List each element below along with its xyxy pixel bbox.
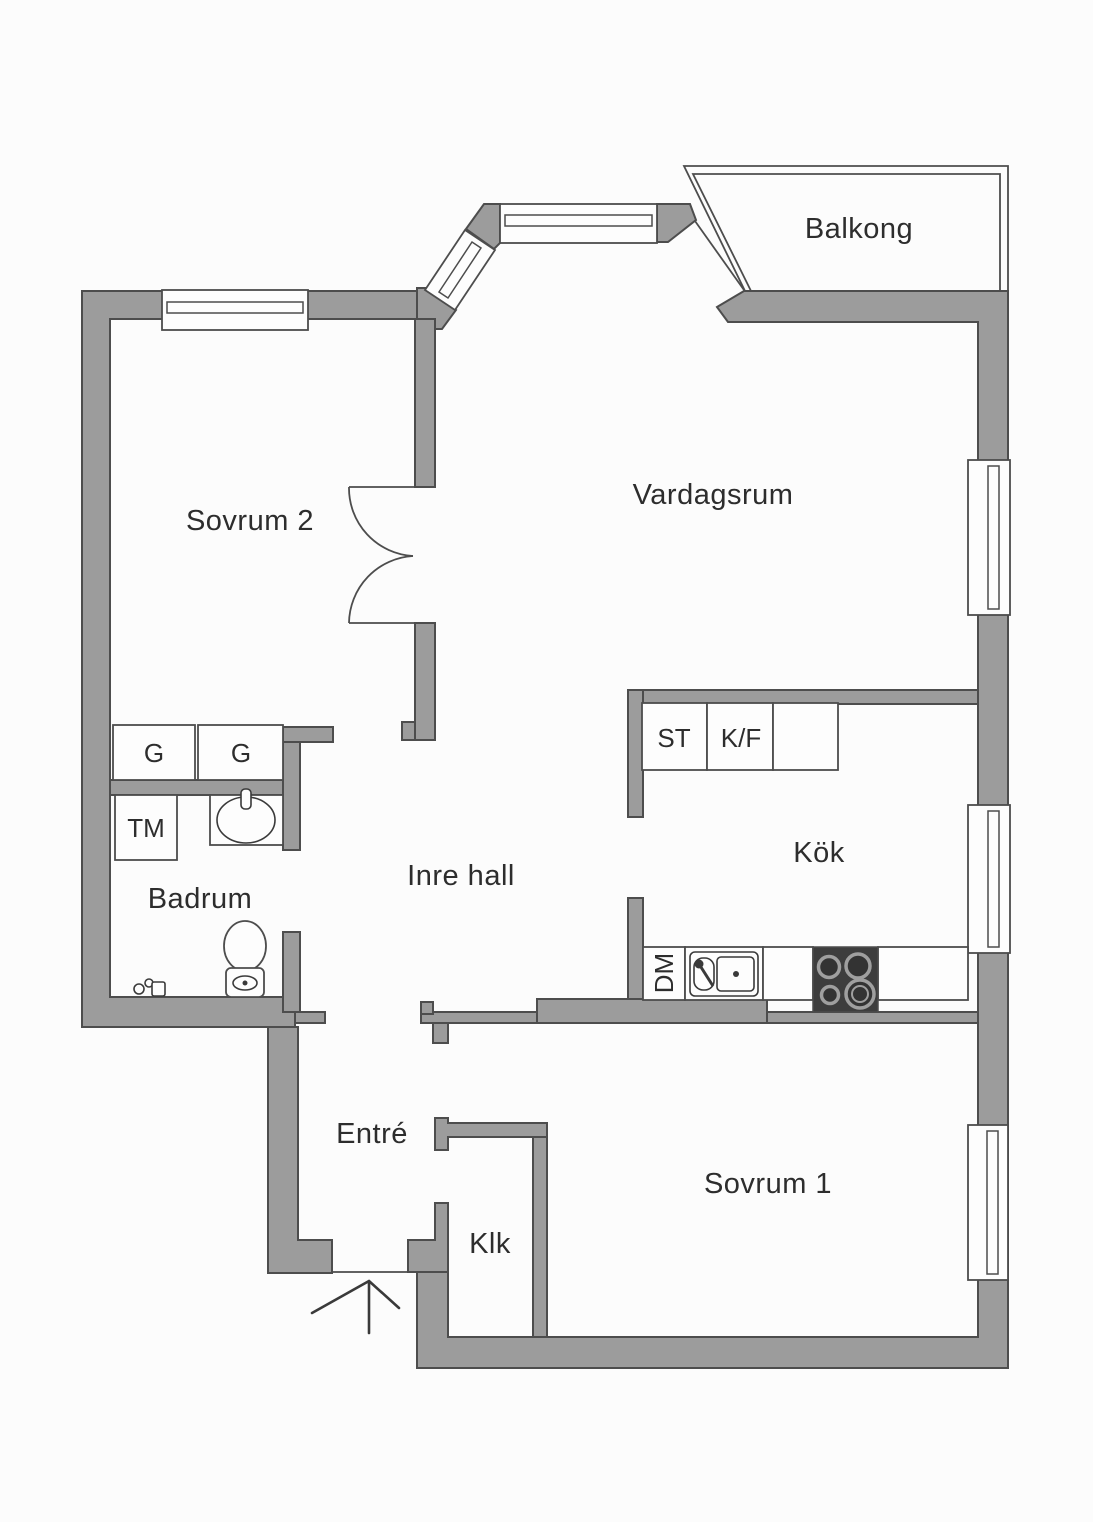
- shower-drain-icon: [133, 978, 166, 997]
- counter-empty: [762, 946, 814, 1001]
- room-label-klk: Klk: [469, 1228, 511, 1260]
- counter-dm: [642, 946, 686, 1001]
- wall-kok-left-lower: [627, 897, 644, 1003]
- wall-entre-left: [267, 1026, 333, 1274]
- room-label-entre: Entré: [336, 1118, 408, 1150]
- wall-spur-hall-entre: [294, 1011, 326, 1024]
- wall-kok-left-upper: [627, 689, 644, 818]
- room-label-vardagsrum: Vardagsrum: [633, 479, 794, 511]
- wall-klk-top: [434, 1117, 548, 1151]
- wall-sovrum2-divider-lower: [414, 622, 436, 741]
- wardrobe-g2: [197, 724, 284, 781]
- wall-hall-bottom-right: [766, 1011, 979, 1024]
- fixture-label-g2: G: [231, 738, 251, 768]
- wall-klk-right: [532, 1136, 548, 1338]
- wall-left-exterior: [81, 290, 419, 1028]
- wall-hall-bottom-stub: [432, 1022, 449, 1044]
- fixture-label-st: ST: [657, 723, 690, 753]
- wall-sovrum2-badrum: [109, 779, 284, 796]
- window-kok-right: [967, 804, 1011, 954]
- labels: Balkong Vardagsrum Sovrum 2 Kök Inre hal…: [127, 213, 913, 1260]
- wall-klk-left: [407, 1202, 449, 1273]
- balcony-door-opening: [694, 220, 745, 291]
- room-label-inre-hall: Inre hall: [407, 860, 515, 892]
- windows: [161, 203, 1011, 1281]
- stove-icon: [812, 946, 879, 1013]
- fixture-label-dm: DM: [649, 953, 679, 993]
- wall-badrum-right-lower: [282, 931, 301, 1013]
- wall-badrum-cap: [282, 726, 334, 743]
- room-label-badrum: Badrum: [148, 883, 253, 915]
- room-label-sovrum1: Sovrum 1: [704, 1168, 832, 1200]
- wall-kok-top: [627, 689, 979, 705]
- wall-hall-bottom-cap: [420, 1001, 434, 1015]
- entrance-arrow-icon: [310, 1279, 401, 1335]
- wardrobe-g1: [112, 724, 196, 781]
- washbasin-icon: [209, 788, 284, 846]
- room-label-sovrum2: Sovrum 2: [186, 505, 314, 537]
- fixture-label-g1: G: [144, 738, 164, 768]
- wall-hall-bottom-left: [420, 1011, 538, 1024]
- window-bay-top: [499, 203, 658, 244]
- room-label-balkong: Balkong: [805, 213, 913, 245]
- cabinet-st: [641, 702, 708, 771]
- washing-machine: [114, 794, 178, 861]
- wall-hall-bottom-mid: [536, 998, 768, 1024]
- window-vardagsrum-right: [967, 459, 1011, 616]
- counter-right: [877, 946, 969, 1001]
- wall-right-exterior: [416, 290, 1009, 1369]
- cabinet-extra: [772, 702, 839, 771]
- toilet-icon: [223, 920, 267, 998]
- room-label-kok: Kök: [793, 837, 844, 869]
- wall-sovrum2-divider-upper: [414, 318, 436, 488]
- cabinet-kf: [706, 702, 774, 771]
- window-bay-diagonal: [423, 228, 497, 312]
- wall-sovrum2-divider-foot: [401, 721, 416, 741]
- fixture-label-kf: K/F: [721, 723, 761, 753]
- double-door-sovrum2: [348, 486, 417, 624]
- window-sovrum2: [161, 289, 309, 331]
- sink-icon: [689, 951, 759, 997]
- walls: [81, 203, 1009, 1369]
- window-sovrum1-right: [967, 1124, 1009, 1281]
- wall-badrum-right-upper: [282, 726, 301, 851]
- balcony-railing: [682, 165, 1009, 292]
- wall-bay-corner-right: [656, 203, 698, 243]
- fixture-label-tm: TM: [127, 813, 165, 843]
